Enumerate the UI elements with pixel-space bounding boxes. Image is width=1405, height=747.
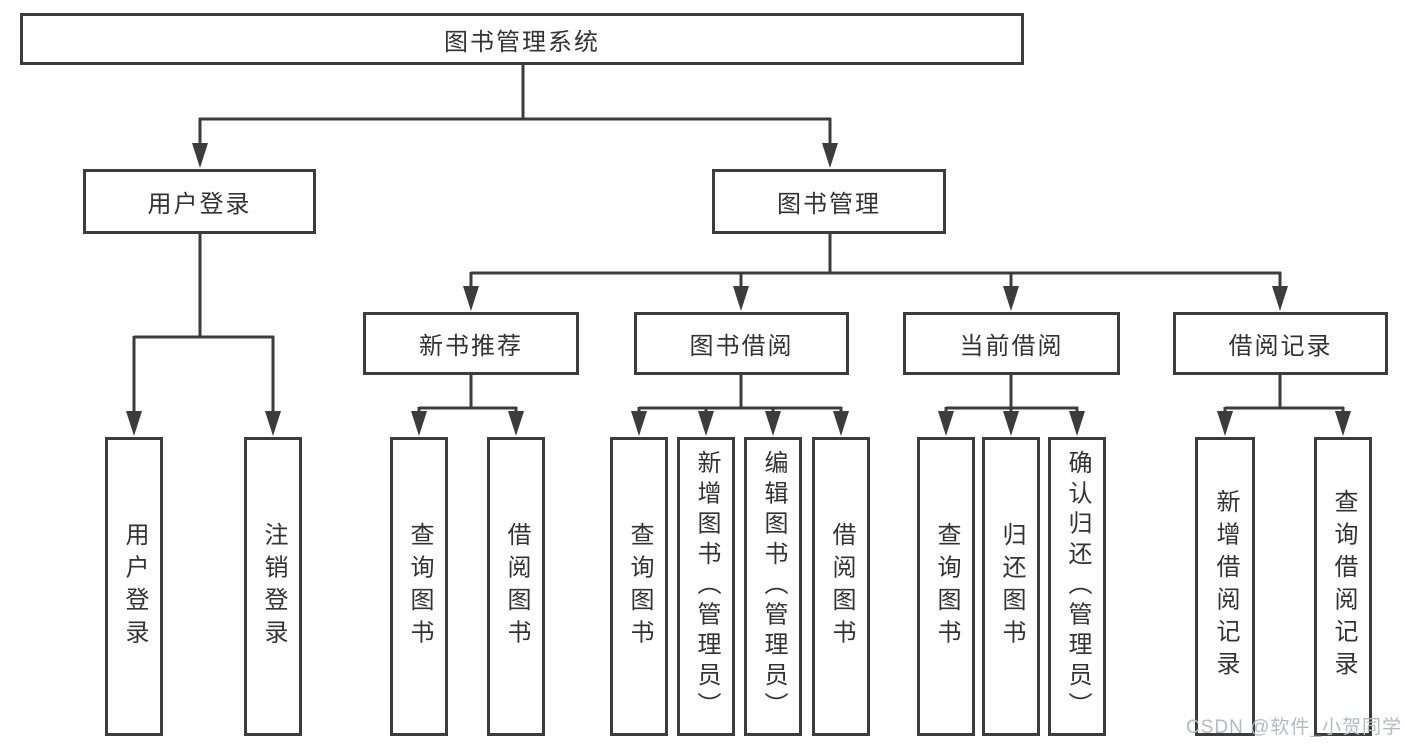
node-new-book-recommend: 新书推荐 (363, 312, 579, 375)
leaf-borrow-query-book-label: 查询图书 (626, 521, 653, 652)
csdn-watermark: CSDN @软件_小贺同学 (1186, 717, 1402, 738)
leaf-user-login: 用户登录 (105, 437, 163, 736)
node-new-book-recommend-label: 新书推荐 (419, 333, 523, 360)
arrowheads (126, 143, 1351, 436)
node-root: 图书管理系统 (20, 13, 1024, 65)
leaf-current-query-book: 查询图书 (917, 437, 975, 736)
leaf-logout-label: 注销登录 (260, 521, 287, 652)
leaf-recommend-query-book-label: 查询图书 (406, 521, 433, 652)
leaf-logout: 注销登录 (244, 437, 302, 736)
leaf-current-confirm-return: 确认归还（管理员） (1048, 437, 1106, 736)
leaf-current-return-book: 归还图书 (982, 437, 1040, 736)
leaf-borrow-edit-book: 编辑图书（管理员） (744, 437, 802, 736)
leaf-borrow-add-book: 新增图书（管理员） (677, 437, 735, 736)
leaf-recommend-borrow-book-label: 借阅图书 (503, 521, 530, 652)
node-user-login-label: 用户登录 (147, 191, 252, 218)
leaf-borrow-borrow-book-label: 借阅图书 (828, 521, 855, 652)
leaf-recommend-query-book: 查询图书 (390, 437, 448, 736)
node-current-borrow-label: 当前借阅 (959, 333, 1064, 360)
leaf-record-add-label: 新增借阅记录 (1212, 489, 1239, 684)
leaf-current-return-book-label: 归还图书 (998, 521, 1025, 652)
leaf-recommend-borrow-book: 借阅图书 (487, 437, 545, 736)
node-book-management: 图书管理 (712, 169, 946, 234)
leaf-borrow-query-book: 查询图书 (610, 437, 668, 736)
node-book-borrow: 图书借阅 (634, 312, 849, 375)
leaf-user-login-label: 用户登录 (121, 521, 148, 652)
leaf-borrow-add-book-label: 新增图书（管理员） (693, 450, 720, 723)
node-borrow-record: 借阅记录 (1173, 312, 1388, 375)
node-borrow-record-label: 借阅记录 (1228, 333, 1333, 360)
node-book-borrow-label: 图书借阅 (689, 333, 794, 360)
node-book-management-label: 图书管理 (777, 191, 881, 218)
node-root-label: 图书管理系统 (444, 28, 600, 56)
node-current-borrow: 当前借阅 (903, 312, 1120, 375)
leaf-borrow-borrow-book: 借阅图书 (812, 437, 870, 736)
leaf-current-confirm-return-label: 确认归还（管理员） (1064, 450, 1091, 723)
leaf-record-query-label: 查询借阅记录 (1330, 489, 1357, 684)
leaf-record-query: 查询借阅记录 (1314, 437, 1372, 736)
leaf-record-add: 新增借阅记录 (1195, 437, 1255, 736)
node-user-login: 用户登录 (83, 169, 316, 234)
leaf-borrow-edit-book-label: 编辑图书（管理员） (760, 450, 787, 723)
leaf-current-query-book-label: 查询图书 (933, 521, 960, 652)
